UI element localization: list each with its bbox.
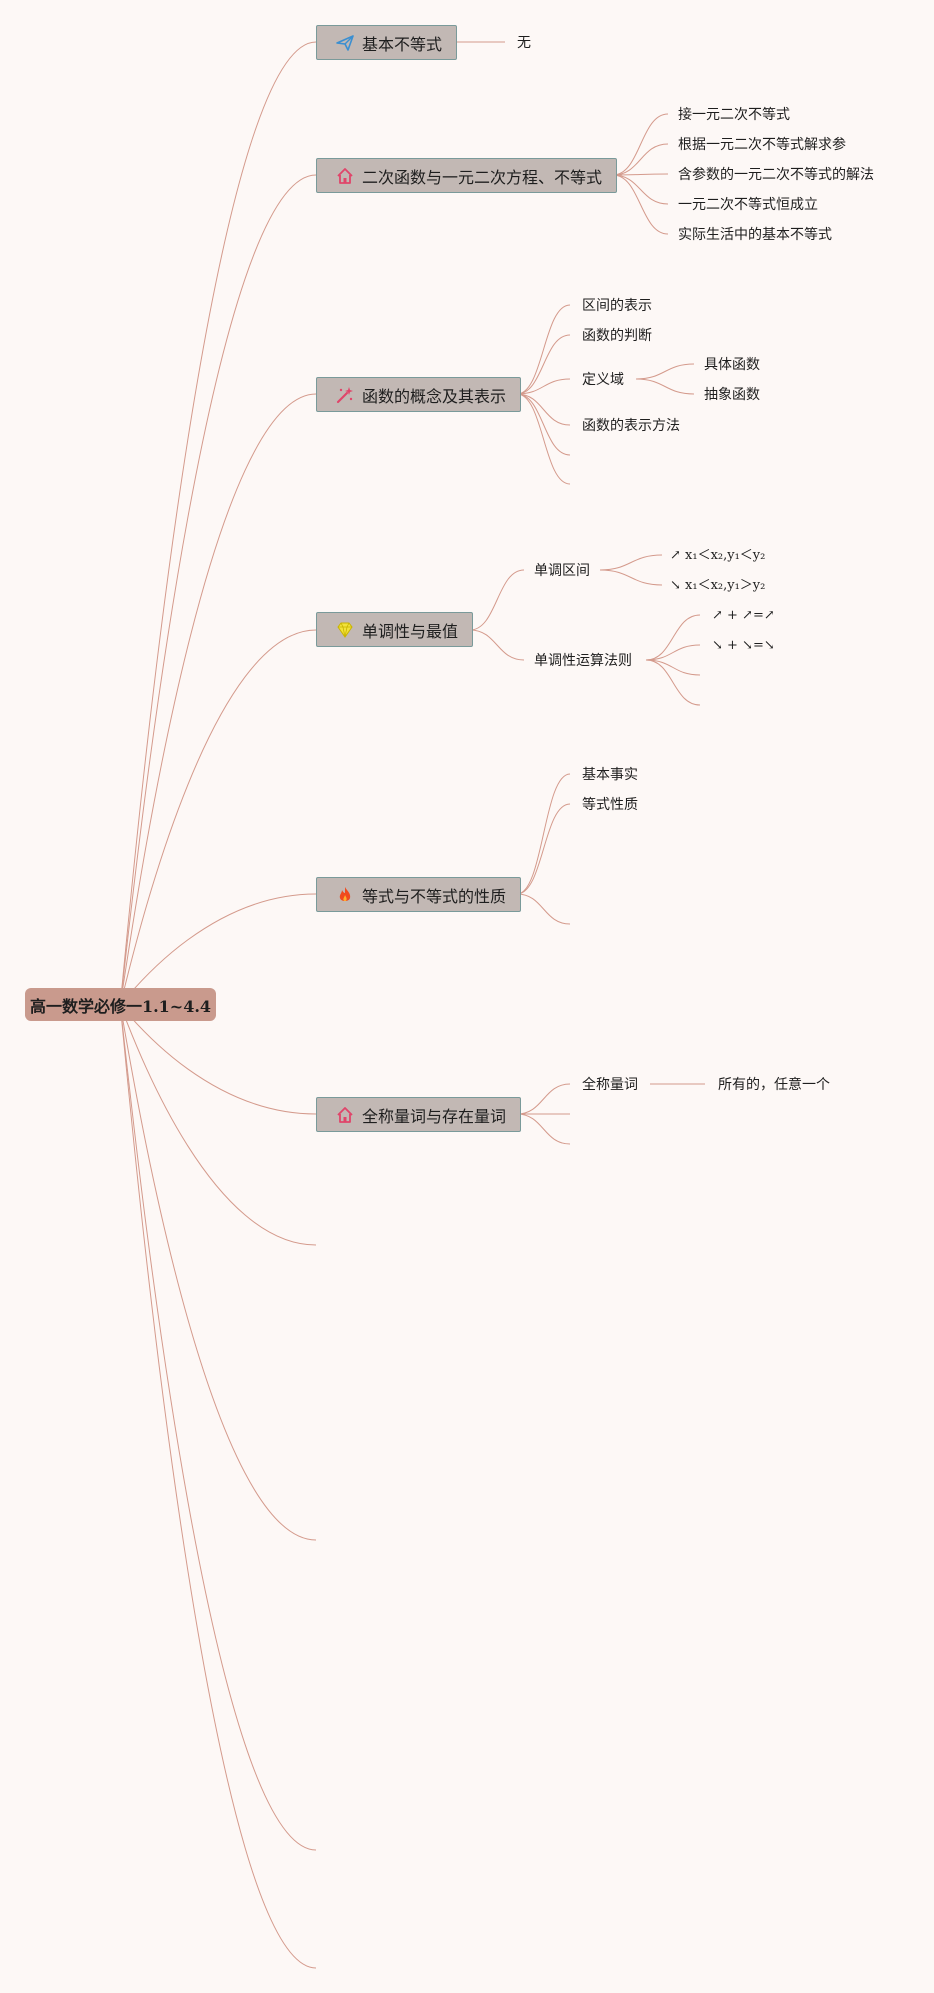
topic-label: 全称量词与存在量词 xyxy=(362,1106,507,1126)
connector-line xyxy=(612,113,669,176)
leaf-item[interactable]: 实际生活中的基本不等式 xyxy=(678,227,832,243)
connector-line xyxy=(599,554,663,571)
topic-equality-properties[interactable]: 等式与不等式的性质 xyxy=(316,877,522,912)
connector-line xyxy=(516,1113,571,1145)
root-topic[interactable]: 高一数学必修一1.1~4.4 xyxy=(25,988,216,1021)
connector-line xyxy=(516,1083,571,1115)
connector-line xyxy=(599,569,663,586)
leaf-item[interactable]: 函数的表示方法 xyxy=(582,418,680,434)
connector-line xyxy=(119,1004,317,1115)
connector-line xyxy=(469,569,525,631)
connector-line xyxy=(516,393,571,426)
topic-label: 等式与不等式的性质 xyxy=(362,886,507,906)
connector-line xyxy=(516,393,571,485)
connector-line xyxy=(645,659,701,706)
connector-line xyxy=(612,143,669,176)
connector-line xyxy=(119,174,317,1006)
connector-line xyxy=(516,893,571,925)
topic-function-concept[interactable]: 函数的概念及其表示 xyxy=(316,377,522,412)
home-icon xyxy=(335,1105,355,1125)
connector-line xyxy=(119,1004,317,1246)
leaf-none[interactable]: 无 xyxy=(517,35,531,51)
connector-line xyxy=(119,1004,317,1969)
leaf-item[interactable]: ↗ + ↗=↗ xyxy=(712,608,775,623)
topic-monotonicity[interactable]: 单调性与最值 xyxy=(316,612,474,647)
leaf-item[interactable]: ↘ + ↘=↘ xyxy=(712,638,775,653)
connector-line xyxy=(119,393,317,1006)
leaf-item[interactable]: 单调性运算法则 xyxy=(534,653,632,669)
connector-line xyxy=(119,1004,317,1851)
leaf-item[interactable]: 全称量词 xyxy=(582,1077,638,1093)
home-icon xyxy=(335,166,355,186)
leaf-item[interactable]: 抽象函数 xyxy=(704,387,760,403)
connector-line xyxy=(612,174,669,205)
leaf-item[interactable]: 定义域 xyxy=(582,372,624,388)
connector-line xyxy=(612,174,669,235)
leaf-item[interactable]: 根据一元二次不等式解求参 xyxy=(678,137,846,153)
leaf-item[interactable]: 等式性质 xyxy=(582,797,638,813)
leaf-item[interactable]: 区间的表示 xyxy=(582,298,652,314)
connector-line xyxy=(119,629,317,1006)
connector-line xyxy=(645,614,701,661)
connector-line xyxy=(612,173,669,176)
connector-line xyxy=(516,803,571,895)
leaf-item[interactable]: ↘ x₁＜x₂,y₁＞y₂ xyxy=(670,578,766,593)
connector-line xyxy=(516,304,571,395)
topic-label: 二次函数与一元二次方程、不等式 xyxy=(362,167,603,187)
topic-label: 基本不等式 xyxy=(362,34,443,54)
leaf-item[interactable]: 所有的，任意一个 xyxy=(718,1077,830,1093)
connector-line xyxy=(516,378,571,395)
leaf-item[interactable]: 基本事实 xyxy=(582,767,638,783)
leaf-item[interactable]: 具体函数 xyxy=(704,357,760,373)
topic-quadratic[interactable]: 二次函数与一元二次方程、不等式 xyxy=(316,158,618,193)
connector-line xyxy=(119,41,317,1006)
connector-line xyxy=(635,363,695,380)
magic-wand-icon xyxy=(335,385,355,405)
connector-line xyxy=(635,378,695,395)
connector-line xyxy=(119,1004,317,1541)
connector-line xyxy=(516,393,571,456)
connector-line xyxy=(516,334,571,395)
paper-plane-icon xyxy=(335,33,355,53)
topic-quantifiers[interactable]: 全称量词与存在量词 xyxy=(316,1097,522,1132)
connector-line xyxy=(645,644,701,661)
leaf-item[interactable]: 含参数的一元二次不等式的解法 xyxy=(678,167,874,183)
connector-line xyxy=(645,659,701,676)
topic-basic-inequality[interactable]: 基本不等式 xyxy=(316,25,458,60)
leaf-item[interactable]: ↗ x₁＜x₂,y₁＜y₂ xyxy=(670,548,766,563)
leaf-item[interactable]: 接一元二次不等式 xyxy=(678,107,790,123)
leaf-item[interactable]: 单调区间 xyxy=(534,563,590,579)
leaf-item[interactable]: 一元二次不等式恒成立 xyxy=(678,197,818,213)
fire-icon xyxy=(335,885,355,905)
topic-label: 单调性与最值 xyxy=(362,621,459,641)
connector-line xyxy=(469,629,525,661)
connector-line xyxy=(516,773,571,895)
leaf-item[interactable]: 函数的判断 xyxy=(582,328,652,344)
diamond-icon xyxy=(335,620,355,640)
topic-label: 函数的概念及其表示 xyxy=(362,386,507,406)
